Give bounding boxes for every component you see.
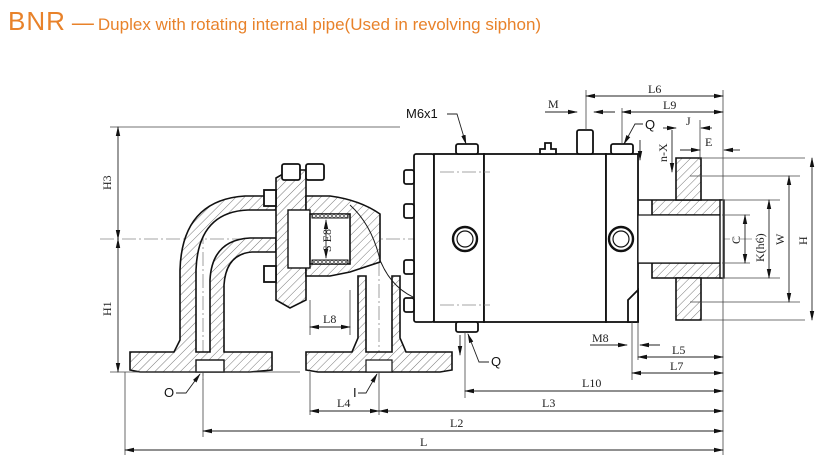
- label-W: W: [773, 233, 787, 245]
- callout-Q-bottom: Q: [491, 354, 501, 369]
- label-H3: H3: [100, 175, 114, 190]
- dim-S-E8: S E8: [320, 229, 334, 252]
- hex-nut-q-top-right-icon: [610, 143, 634, 155]
- label-H: H: [796, 236, 810, 245]
- model-description: Duplex with rotating internal pipe(Used …: [97, 15, 542, 34]
- inlet-stand: [305, 204, 453, 373]
- label-n-X: n-X: [656, 143, 670, 162]
- label-M8: M8: [592, 331, 609, 345]
- flange-upper: [675, 157, 702, 201]
- bolt-nut-icon: [263, 189, 277, 207]
- label-J: J: [686, 114, 691, 128]
- callout-I: I: [353, 385, 357, 400]
- label-M: M: [548, 97, 559, 111]
- callout-M6x1: M6x1: [406, 106, 438, 121]
- vent-stub-icon: [576, 129, 594, 155]
- grease-nipple-icon: [539, 142, 557, 155]
- label-L7: L7: [670, 359, 683, 373]
- label-L6: L6: [648, 82, 661, 96]
- callouts: M6x1 Q Q O I: [164, 106, 655, 400]
- hex-nut-q-top-left-icon: [455, 143, 479, 155]
- title-separator: —: [71, 10, 94, 35]
- label-L4: L4: [337, 396, 350, 410]
- label-L8: L8: [323, 312, 336, 326]
- hex-nut-q-bottom-icon: [455, 321, 479, 333]
- dimension-lines: [115, 93, 815, 453]
- front-flange: [413, 153, 435, 323]
- callout-O: O: [164, 385, 174, 400]
- label-L9: L9: [663, 98, 676, 112]
- bolt-nut-icon: [263, 265, 277, 283]
- callout-Q-top: Q: [645, 117, 655, 132]
- body-section-2: [483, 153, 607, 323]
- label-L2: L2: [450, 416, 463, 430]
- dimension-labels: H3 H1 L L2 L3 L4 L10 L7 L5 M8 L8 L6 L9 M…: [100, 82, 810, 449]
- label-L3: L3: [542, 396, 555, 410]
- model-code: BNR: [8, 6, 66, 36]
- label-E: E: [705, 135, 712, 149]
- outlet-elbow: [129, 195, 277, 373]
- rotary-joint-body: [403, 129, 639, 333]
- label-C: C: [729, 236, 743, 244]
- label-H1: H1: [100, 301, 114, 316]
- rotating-pipe: [627, 157, 725, 323]
- label-L10: L10: [582, 376, 601, 390]
- flange-lower: [675, 277, 702, 321]
- label-L: L: [420, 435, 427, 449]
- seal-housing: S E8: [287, 195, 381, 277]
- label-L5: L5: [672, 343, 685, 357]
- flange-bolts: [403, 169, 415, 313]
- page-title: BNR—Duplex with rotating internal pipe(U…: [8, 6, 541, 37]
- label-K: K(h6): [753, 233, 767, 262]
